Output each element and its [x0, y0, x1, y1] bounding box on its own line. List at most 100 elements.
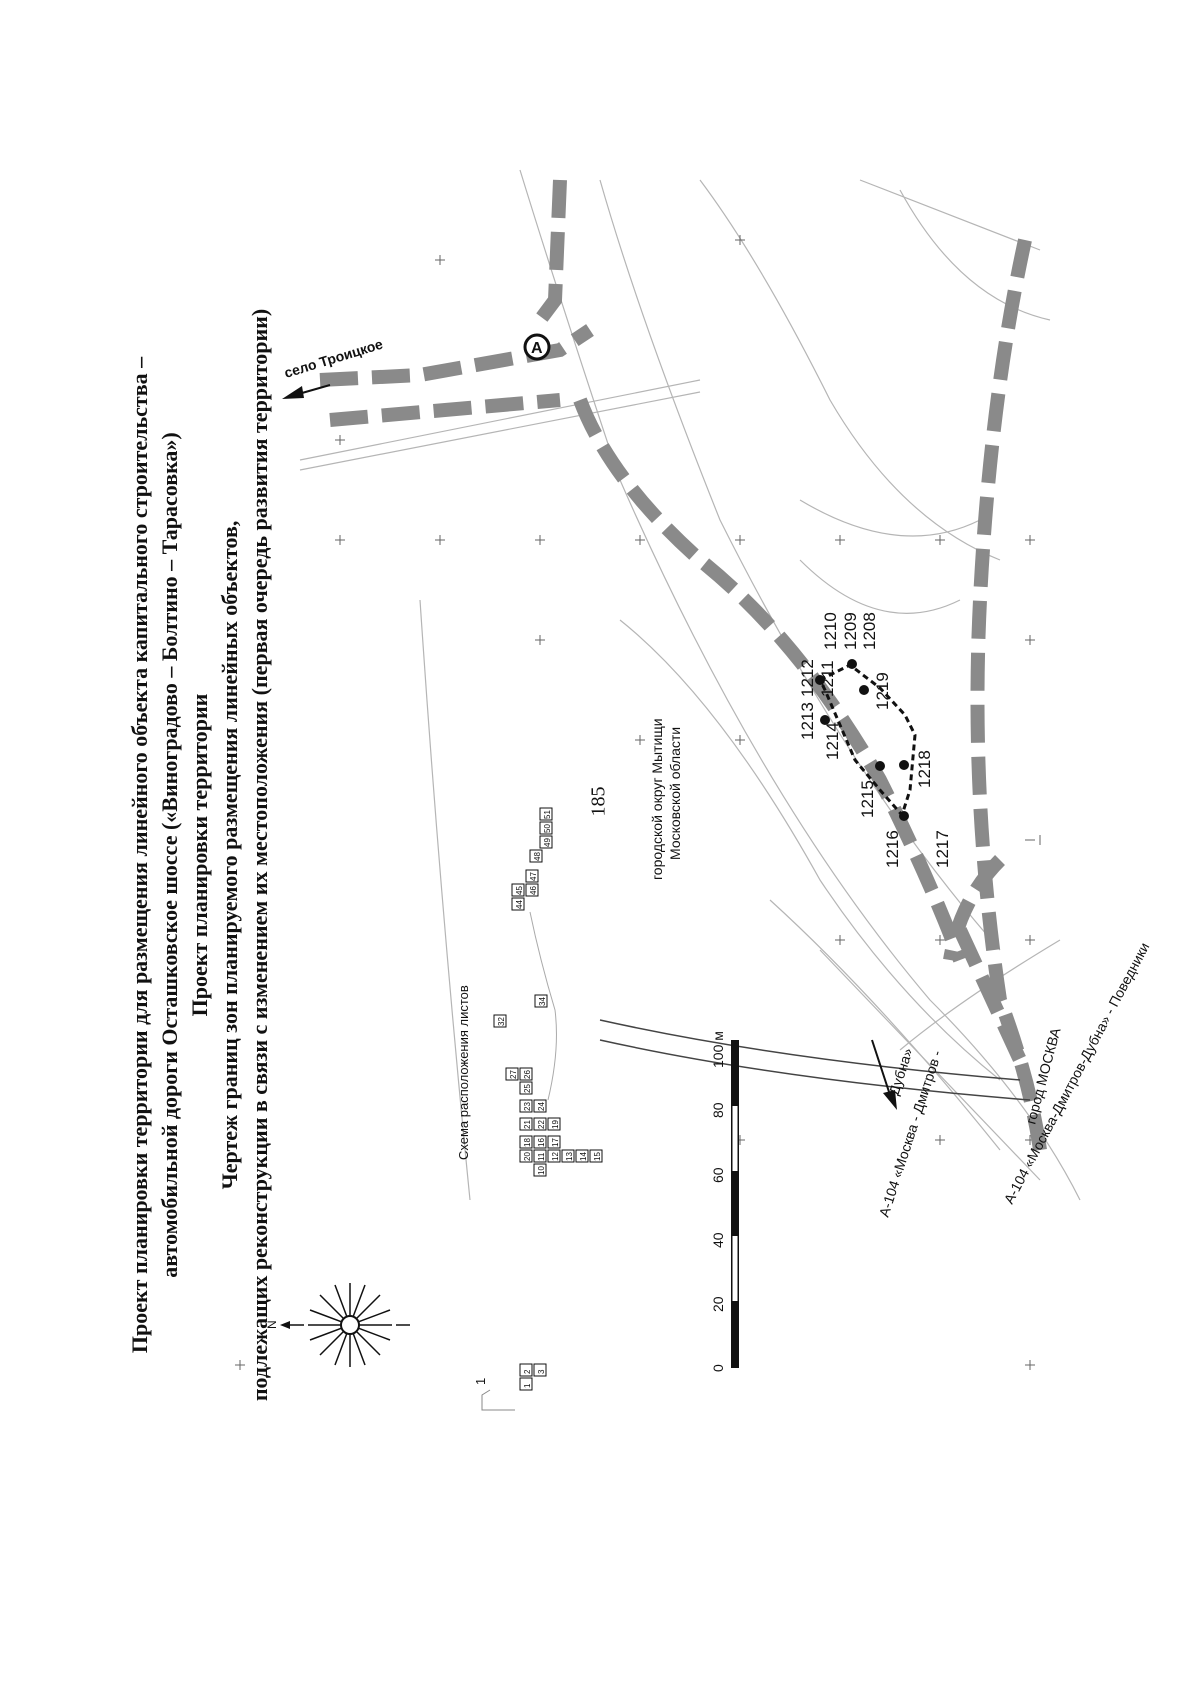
- sheet-num-16: 16: [537, 1138, 546, 1147]
- point-marker-1218: [899, 760, 909, 770]
- point-labels: 1208 1209 1210 1211 1212 1213 1214 1215 …: [798, 612, 952, 868]
- sheet-num-12: 12: [551, 1152, 560, 1161]
- point-label-1217: 1217: [933, 830, 952, 868]
- sheet-rect-24: [533, 1099, 547, 1113]
- sheet-rect-25: [519, 1081, 533, 1095]
- marker-a: А: [523, 333, 551, 361]
- sheet-rect-16: [533, 1135, 547, 1149]
- sheet-num-3: 3: [537, 1369, 546, 1374]
- sheet-rect-12: [547, 1149, 561, 1163]
- north-arrow: N: [265, 1283, 410, 1367]
- grid-crosses: [235, 235, 1041, 1370]
- sheet-rect-2: [519, 1363, 533, 1377]
- sheet-num-32: 32: [497, 1017, 506, 1026]
- sheet-num-27: 27: [509, 1070, 518, 1079]
- sheet-rect-21: [519, 1117, 533, 1131]
- north-label: N: [265, 1320, 279, 1329]
- sheet-rect-18: [519, 1135, 533, 1149]
- sheet-num-23: 23: [523, 1102, 532, 1111]
- point-label-1215: 1215: [858, 780, 877, 818]
- sheet-rect-13: [561, 1149, 575, 1163]
- sheet-rect-34: [534, 994, 548, 1008]
- sheet-num-45: 45: [515, 886, 524, 895]
- sheet-num-24: 24: [537, 1102, 546, 1111]
- inset-sheet-1-label: 1: [473, 1378, 488, 1385]
- sheet-num-18: 18: [523, 1138, 532, 1147]
- scale-tick-80: 80: [710, 1102, 726, 1118]
- region-label: городской округ Мытищи Московской област…: [649, 718, 683, 880]
- point-marker-1215: [875, 761, 885, 771]
- scale-bar: 0 20 40 60 80 100 м: [710, 1031, 739, 1372]
- point-label-1209: 1209: [841, 612, 860, 650]
- point-label-1212: 1212: [798, 659, 817, 697]
- region-line-2: Московской области: [667, 727, 683, 860]
- marker-a-label: А: [531, 340, 543, 357]
- point-marker-1214: [820, 715, 830, 725]
- background-linework: [299, 169, 1081, 1201]
- sheet-num-50: 50: [543, 824, 552, 833]
- sheet-rect-51: [539, 807, 553, 821]
- scale-tick-60: 60: [710, 1167, 726, 1183]
- sheet-num-19: 19: [551, 1120, 560, 1129]
- point-label-1214: 1214: [823, 722, 842, 760]
- sheet-num-51: 51: [543, 810, 552, 819]
- sheet-rect-49: [539, 835, 553, 849]
- sheet-rect-26: [519, 1067, 533, 1081]
- linear-object-points: [815, 659, 917, 821]
- sheet-num-26: 26: [523, 1070, 532, 1079]
- region-line-1: городской округ Мытищи: [649, 718, 665, 880]
- sheet-rect-23: [519, 1099, 533, 1113]
- sheet-rect-11: [533, 1149, 547, 1163]
- point-marker-1219: [859, 685, 869, 695]
- sheet-num-11: 11: [537, 1152, 546, 1161]
- sheet-num-46: 46: [529, 886, 538, 895]
- sheet-num-1: 1: [523, 1383, 532, 1388]
- point-label-1211: 1211: [818, 660, 837, 697]
- scale-tick-20: 20: [710, 1296, 726, 1312]
- sheet-num-20: 20: [523, 1152, 532, 1161]
- sheet-rect-22: [533, 1117, 547, 1131]
- point-label-1208: 1208: [860, 612, 879, 650]
- sheet-rect-19: [547, 1117, 561, 1131]
- point-marker-1208: [847, 659, 857, 669]
- sheet-rect-45: [511, 883, 525, 897]
- point-marker-1211: [815, 675, 825, 685]
- sheet-rect-46: [525, 883, 539, 897]
- sheet-rect-50: [539, 821, 553, 835]
- sheet-num-44: 44: [515, 900, 524, 909]
- sheet-num-34: 34: [538, 997, 547, 1006]
- scale-tick-0: 0: [710, 1364, 726, 1372]
- point-marker-1216: [899, 811, 909, 821]
- sheet-rect-10: [533, 1163, 547, 1177]
- sheet-rect-48: [529, 849, 543, 863]
- sheet-num-47: 47: [529, 872, 538, 881]
- point-label-1216: 1216: [883, 830, 902, 868]
- scale-tick-100: 100 м: [710, 1031, 726, 1068]
- sheet-rect-3: [533, 1363, 547, 1377]
- sheet-num-48: 48: [533, 852, 542, 861]
- sheet-num-10: 10: [537, 1166, 546, 1175]
- zone-boundary: [319, 179, 1047, 1151]
- sheet-num-2: 2: [523, 1369, 532, 1374]
- sheet-num-49: 49: [543, 838, 552, 847]
- village-pointer: село Троицкое: [282, 336, 385, 399]
- sheet-rect-15: [589, 1149, 603, 1163]
- sheet-rect-17: [547, 1135, 561, 1149]
- sheet-rect-44: [511, 897, 525, 911]
- sheet-num-22: 22: [537, 1120, 546, 1129]
- sheet-num-25: 25: [523, 1084, 532, 1093]
- sheet-rect-32: [493, 1014, 507, 1028]
- sheet-rect-1: [519, 1377, 533, 1391]
- sheet-num-21: 21: [523, 1120, 532, 1129]
- point-label-1219: 1219: [873, 672, 892, 710]
- sheet-rect-27: [505, 1067, 519, 1081]
- sheet-num-17: 17: [551, 1138, 560, 1147]
- sheet-rect-14: [575, 1149, 589, 1163]
- sheet-num-13: 13: [565, 1152, 574, 1161]
- point-label-1210: 1210: [821, 612, 840, 650]
- sheet-num-15: 15: [593, 1152, 602, 1161]
- upper-road-line-1: А-104 «Москва - Дмитров -: [876, 1048, 945, 1219]
- sheet-rect-20: [519, 1149, 533, 1163]
- scale-tick-40: 40: [710, 1232, 726, 1248]
